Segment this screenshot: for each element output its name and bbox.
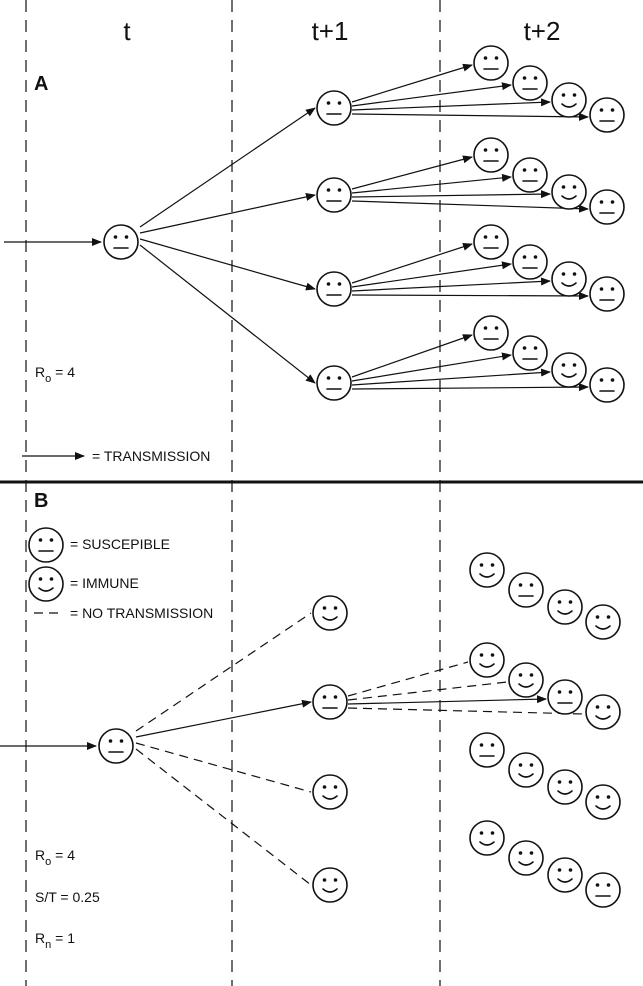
face-t-plus-1 [316,365,352,401]
transmission-arrow [351,291,589,300]
transmission-arrow [351,368,551,386]
face-t-plus-2 [585,872,621,908]
face-t-plus-2 [508,752,544,788]
face-t-plus-2 [508,840,544,876]
face-t-plus-2 [585,604,621,640]
transmission-arrow [351,155,473,190]
face-t-plus-2 [473,137,509,173]
face-t-plus-1 [312,774,348,810]
column-header-t-plus-1: t+1 [312,16,349,46]
no-transmission-line [135,742,312,793]
panel-b-arrows [0,612,585,886]
immune-legend-face [28,566,64,602]
no-transmission-line [347,707,585,715]
transmission-arrow [351,82,512,107]
face-t-plus-2 [512,335,548,371]
transmission-arrow [351,383,589,392]
face-t-plus-2 [469,642,505,678]
column-header-t-plus-2: t+2 [524,16,561,46]
no-transmission-line [347,681,508,701]
panel-b-legend [28,527,64,602]
face-t-plus-2 [547,769,583,805]
face-t-plus-1 [316,177,352,213]
transmission-arrow [351,334,473,378]
panel-b-r0-label: Ro = 4 [35,847,75,868]
transmission-arrow [351,190,551,199]
column-header-t: t [123,16,131,46]
susceptible-legend-label: = SUSCEPIBLE [70,536,170,552]
face-t-plus-2 [585,784,621,820]
face-t-plus-1 [316,271,352,307]
transmission-arrow [139,238,316,291]
panel-a-label: A [34,73,48,95]
panel-a-arrows [4,63,589,392]
transmission-arrow [351,261,512,288]
transmission-arrow [351,352,512,382]
face-t-plus-2 [551,82,587,118]
transmission-arrow [351,98,551,111]
panel-b-faces [98,552,621,908]
face-t-plus-2 [589,276,625,312]
face-t-plus-2 [508,662,544,698]
transmission-arrow [351,173,512,194]
face-t-plus-2 [551,174,587,210]
root-face-b [98,728,134,764]
face-t-plus-2 [473,224,509,260]
face-t-plus-2 [473,45,509,81]
face-t-plus-2 [469,732,505,768]
face-t-plus-2 [589,97,625,133]
face-t-plus-2 [512,65,548,101]
no-transmission-line [135,612,312,732]
face-t-plus-2 [551,261,587,297]
face-t-plus-2 [469,552,505,588]
face-t-plus-2 [585,694,621,730]
transmission-arrow [351,242,473,284]
face-t-plus-2 [547,857,583,893]
transmission-arrow [351,112,589,121]
transmission-arrow [351,63,473,103]
face-t-plus-2 [589,367,625,403]
face-t-plus-2 [551,352,587,388]
face-t-plus-2 [469,820,505,856]
face-t-plus-1 [312,684,348,720]
face-t-plus-2 [512,157,548,193]
transmission-legend-label: = TRANSMISSION [92,448,210,464]
panel-b-rn-label: Rn = 1 [35,930,75,951]
immune-legend-label: = IMMUNE [70,575,139,591]
face-t-plus-1 [312,867,348,903]
transmission-arrow [351,277,551,292]
face-t-plus-2 [589,189,625,225]
no-transmission-legend-label: = NO TRANSMISSION [70,605,213,621]
face-t-plus-2 [512,244,548,280]
face-t-plus-2 [473,315,509,351]
root-face-a [103,224,139,260]
susceptible-legend-face [28,527,64,563]
transmission-arrow [347,695,547,705]
no-transmission-line [347,661,469,697]
transmission-arrow [139,107,316,228]
no-transmission-line [135,748,312,886]
transmission-arrow [139,193,316,234]
face-t-plus-2 [508,572,544,608]
face-t-plus-2 [547,589,583,625]
panel-a-r0-label: Ro = 4 [35,364,75,385]
transmission-arrow [351,200,589,213]
transmission-arrow [135,699,312,738]
face-t-plus-1 [316,90,352,126]
face-t-plus-1 [312,595,348,631]
transmission-arrow [139,244,316,384]
face-t-plus-2 [547,679,583,715]
panel-b-st-label: S/T = 0.25 [35,889,100,905]
panel-a-faces [103,45,625,403]
panel-b-label: B [34,490,48,512]
